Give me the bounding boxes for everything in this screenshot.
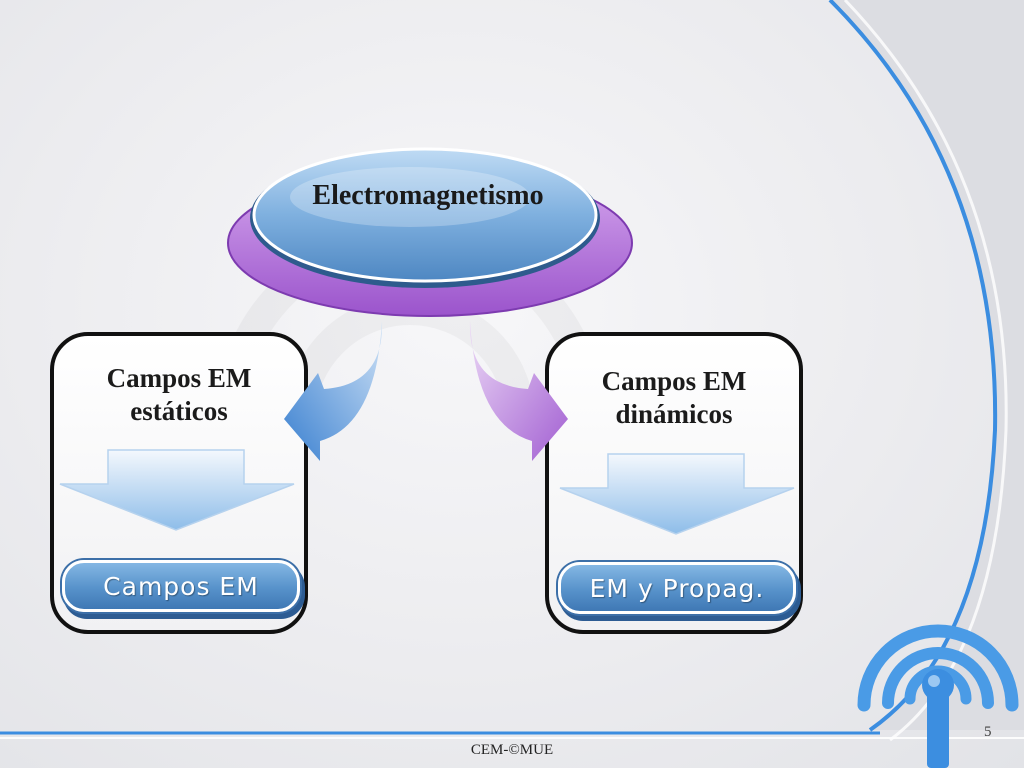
left-result-button[interactable]: Campos EM bbox=[62, 560, 300, 612]
left-branch-title-line2: estáticos bbox=[130, 396, 228, 426]
left-branch-title: Campos EM estáticos bbox=[56, 362, 302, 428]
hub-ellipse bbox=[227, 147, 633, 317]
left-branch-title-line1: Campos EM bbox=[106, 363, 252, 393]
wireless-antenna-icon bbox=[857, 624, 1019, 768]
right-result-button[interactable]: EM y Propag. bbox=[558, 562, 796, 614]
left-curved-arrow bbox=[284, 321, 383, 461]
right-branch-title-line2: dinámicos bbox=[615, 399, 733, 429]
page-number: 5 bbox=[984, 724, 992, 740]
hub-label: Electromagnetismo bbox=[312, 180, 544, 211]
right-panel bbox=[830, 0, 1024, 730]
footer-text: CEM-©MUE bbox=[470, 742, 554, 758]
left-down-arrow bbox=[59, 449, 295, 531]
right-branch-title-line1: Campos EM bbox=[601, 366, 747, 396]
right-branch-title: Campos EM dinámicos bbox=[551, 365, 797, 431]
right-curved-arrow bbox=[469, 321, 568, 461]
right-down-arrow bbox=[559, 453, 795, 535]
